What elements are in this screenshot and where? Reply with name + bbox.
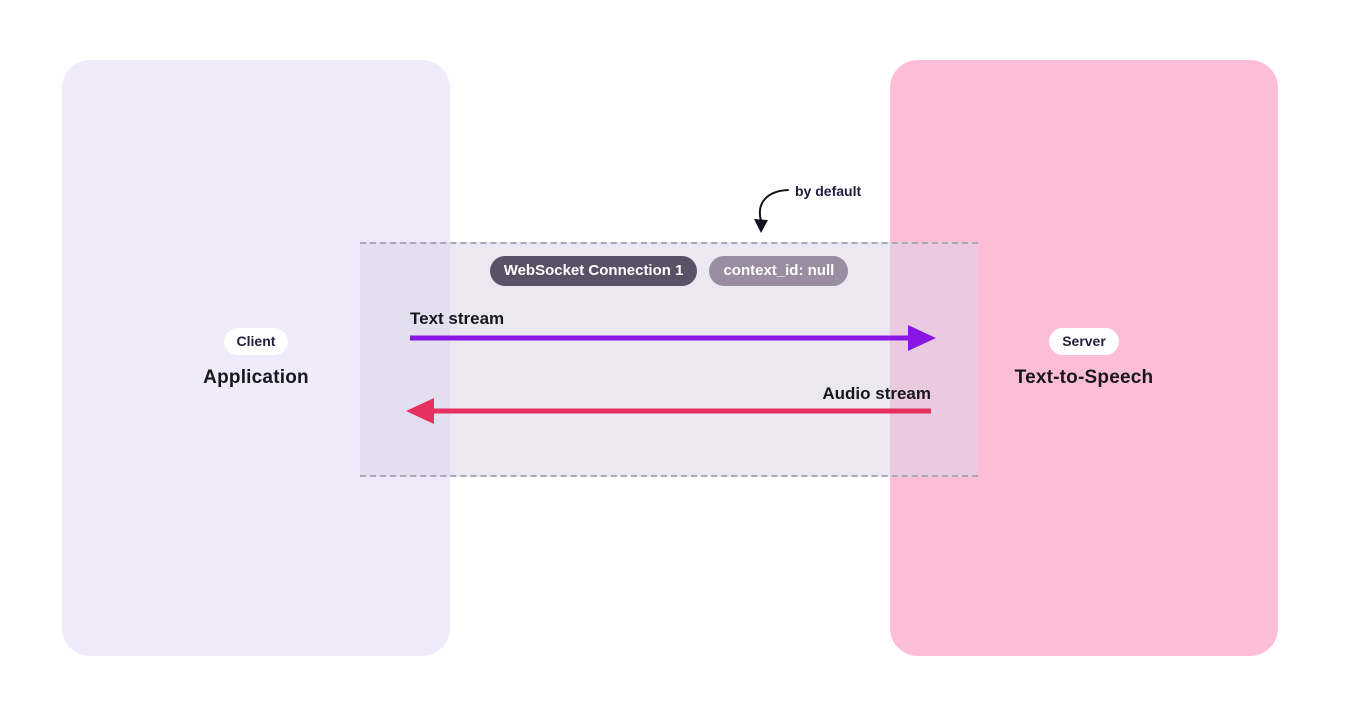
client-role-badge: Client bbox=[223, 327, 289, 355]
text-stream-label: Text stream bbox=[410, 309, 505, 328]
by-default-annotation: by default bbox=[795, 183, 862, 199]
context-id-badge: context_id: null bbox=[709, 256, 849, 286]
by-default-pointer-arrow bbox=[754, 189, 789, 233]
audio-stream-label: Audio stream bbox=[822, 384, 931, 403]
server-panel-title: Text-to-Speech bbox=[1014, 366, 1154, 388]
server-role-badge: Server bbox=[1049, 327, 1119, 355]
websocket-connection-band: WebSocket Connection 1 context_id: null bbox=[360, 242, 978, 477]
client-panel-title: Application bbox=[203, 366, 309, 388]
websocket-connection-badge: WebSocket Connection 1 bbox=[489, 256, 698, 286]
connection-badges-row: WebSocket Connection 1 context_id: null bbox=[360, 256, 978, 286]
